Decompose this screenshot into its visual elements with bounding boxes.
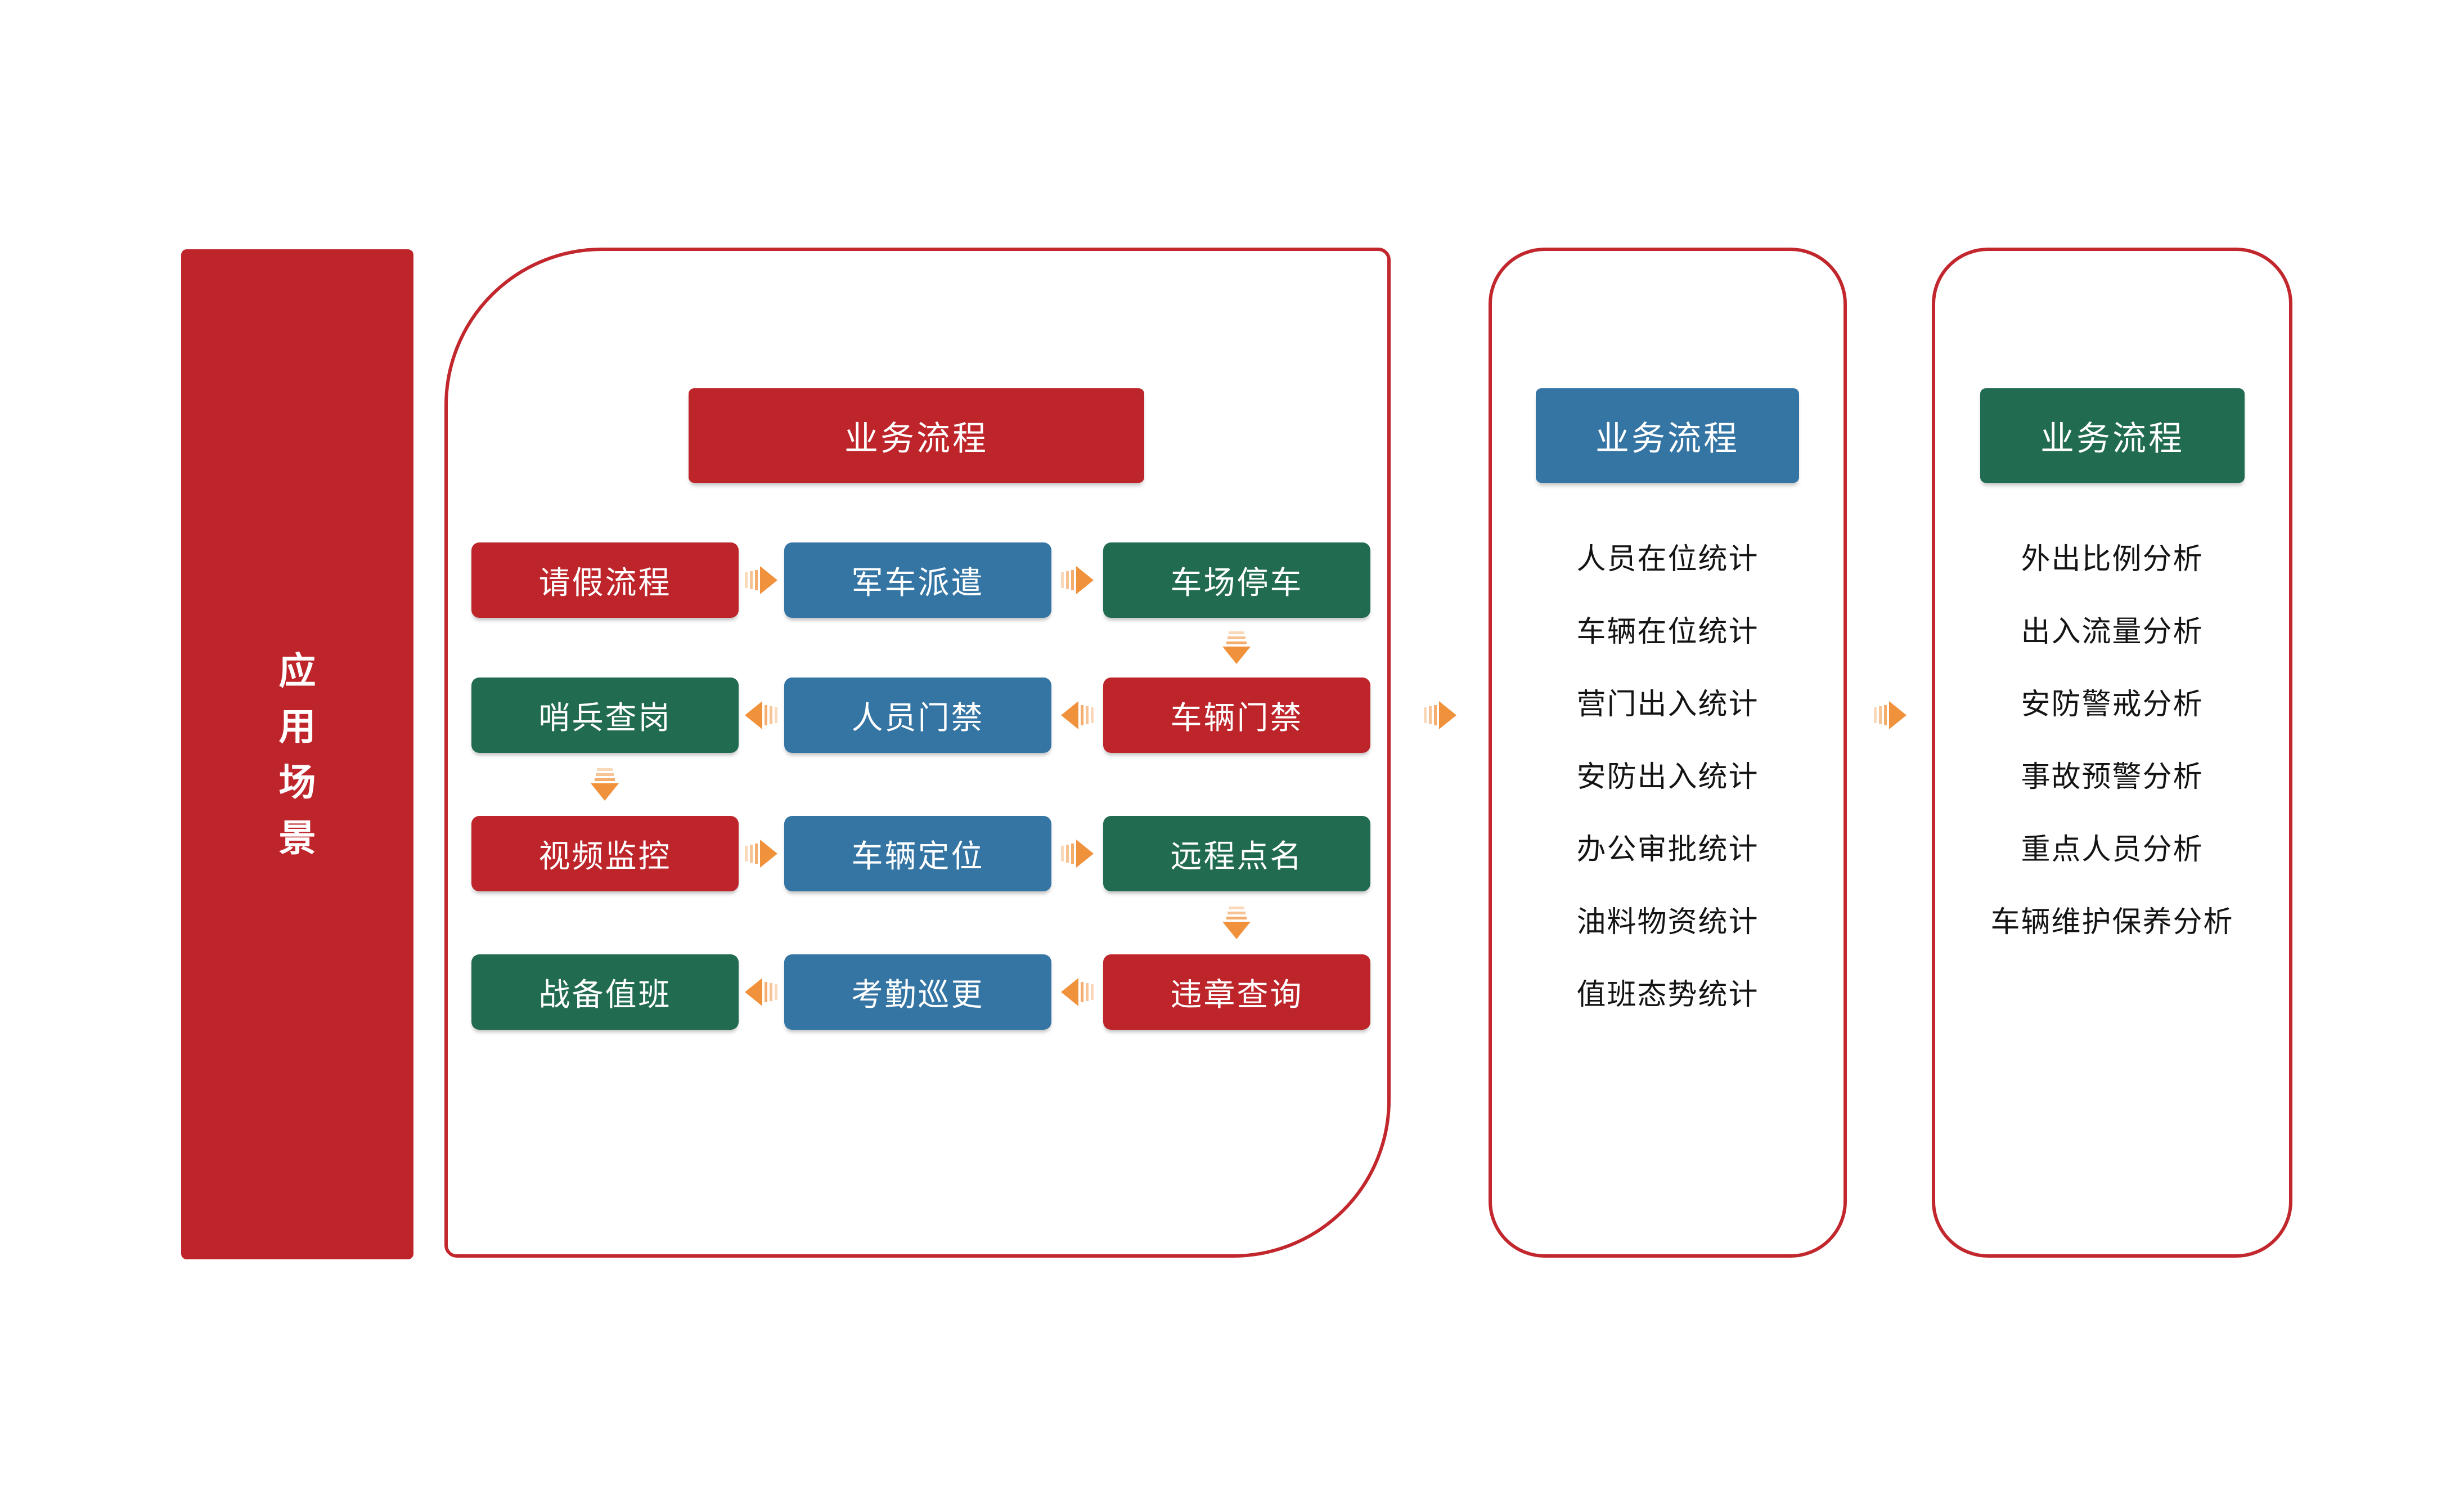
- analysis-list-item: 事故预警分析: [2021, 761, 2204, 793]
- analysis-list: 外出比例分析 出入流量分析 安防警戒分析 事故预警分析 重点人员分析 车辆维护保…: [1935, 520, 2289, 955]
- flow-node: 车辆门禁: [1103, 678, 1370, 753]
- flow-node-label: 车场停车: [1170, 564, 1303, 600]
- flow-node-label: 车辆门禁: [1170, 699, 1303, 735]
- flow-node: 考勤巡更: [784, 954, 1051, 1030]
- motion-arrow-left-icon: [744, 975, 778, 1009]
- motion-arrow-right-icon: [744, 563, 778, 597]
- motion-arrow-left-icon: [1060, 698, 1094, 732]
- business-flow-header: 业务流程: [689, 388, 1144, 483]
- flow-node: 战备值班: [471, 954, 739, 1030]
- statistics-list-item: 油料物资统计: [1576, 906, 1759, 939]
- analysis-list-item: 出入流量分析: [2021, 616, 2204, 648]
- flow-node-label: 远程点名: [1170, 838, 1303, 874]
- flow-node: 人员门禁: [784, 678, 1051, 753]
- flow-node-label: 哨兵查岗: [538, 699, 672, 735]
- flow-node: 视频监控: [471, 816, 739, 891]
- analysis-panel-header-label: 业务流程: [2040, 419, 2184, 457]
- analysis-panel-header: 业务流程: [1980, 388, 2245, 483]
- motion-arrow-left-icon: [1060, 975, 1094, 1009]
- analysis-list-item: 重点人员分析: [2021, 833, 2204, 866]
- flow-node: 车场停车: [1103, 542, 1370, 618]
- flow-node-label: 视频监控: [538, 838, 672, 874]
- flow-node-label: 军车派遣: [851, 564, 984, 600]
- application-scenarios-label: 应用场景: [278, 649, 316, 859]
- flow-node: 违章查询: [1103, 954, 1370, 1030]
- flow-node: 远程点名: [1103, 816, 1370, 891]
- motion-arrow-left-icon: [744, 698, 778, 732]
- panel-connector-arrow-icon: [1873, 698, 1907, 732]
- analysis-list-item: 安防警戒分析: [2021, 688, 2204, 721]
- analysis-list-item: 车辆维护保养分析: [1990, 906, 2234, 939]
- flow-node-label: 请假流程: [538, 564, 672, 600]
- panel-connector-arrow-icon: [1423, 698, 1457, 732]
- motion-arrow-down-icon: [1220, 631, 1253, 665]
- flow-node: 车辆定位: [784, 816, 1051, 891]
- business-flow-panel: 业务流程 请假流程 军车派遣 车场停车 哨兵查岗 人员门禁 车辆门禁 视频监控 …: [444, 248, 1391, 1258]
- motion-arrow-right-icon: [744, 837, 778, 871]
- flow-node-label: 考勤巡更: [851, 976, 984, 1012]
- flow-node: 军车派遣: [784, 542, 1051, 618]
- motion-arrow-right-icon: [1060, 837, 1094, 871]
- flow-node-label: 车辆定位: [851, 838, 984, 874]
- motion-arrow-down-icon: [588, 768, 622, 801]
- business-flow-header-label: 业务流程: [844, 419, 988, 457]
- statistics-panel-header: 业务流程: [1536, 388, 1799, 483]
- statistics-list-item: 安防出入统计: [1576, 761, 1759, 793]
- flow-node-label: 人员门禁: [851, 699, 984, 735]
- statistics-list-item: 营门出入统计: [1576, 688, 1759, 721]
- statistics-list-item: 人员在位统计: [1576, 543, 1759, 576]
- statistics-list-item: 值班态势统计: [1576, 979, 1759, 1011]
- statistics-panel-header-label: 业务流程: [1595, 419, 1739, 457]
- motion-arrow-down-icon: [1220, 906, 1253, 940]
- statistics-list-item: 车辆在位统计: [1576, 616, 1759, 648]
- analysis-panel: 业务流程 外出比例分析 出入流量分析 安防警戒分析 事故预警分析 重点人员分析 …: [1932, 248, 2292, 1258]
- statistics-list: 人员在位统计 车辆在位统计 营门出入统计 安防出入统计 办公审批统计 油料物资统…: [1492, 520, 1843, 1028]
- flow-node: 哨兵查岗: [471, 678, 739, 753]
- flow-node-label: 违章查询: [1170, 976, 1303, 1012]
- motion-arrow-right-icon: [1060, 563, 1094, 597]
- statistics-panel: 业务流程 人员在位统计 车辆在位统计 营门出入统计 安防出入统计 办公审批统计 …: [1489, 248, 1847, 1258]
- application-scenarios-bar: 应用场景: [181, 249, 413, 1259]
- flow-node-label: 战备值班: [538, 976, 672, 1012]
- statistics-list-item: 办公审批统计: [1576, 833, 1759, 866]
- analysis-list-item: 外出比例分析: [2021, 543, 2204, 576]
- flow-node: 请假流程: [471, 542, 739, 618]
